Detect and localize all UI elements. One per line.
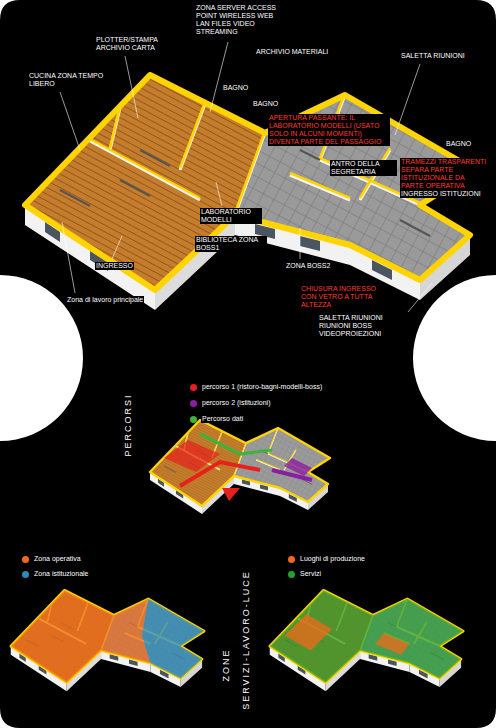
legend-swatch [190,400,197,407]
legend-text: Percorso dati [201,415,244,423]
room-label: PLOTTER/STAMPA ARCHIVIO CARTA [95,36,177,52]
room-label: BIBLIOTECA ZONA BOSS1 [195,236,267,252]
entrance-marker [222,488,240,501]
plan-percorsi [150,420,330,514]
room-label: BAGNO [445,140,472,148]
legend-text: Luoghi di produzione [299,555,366,563]
legend-swatch [190,384,197,391]
legend-text: percorso 2 (istituzioni) [201,399,271,407]
section-title: PERCORSI [123,393,133,456]
design-note: TRAMEZZI TRASPARENTI SEPARA PARTE ISTITU… [400,158,490,190]
legend-swatch [288,556,295,563]
legend-text: Zona istituzionale [33,570,89,578]
room-label: INGRESSO [95,262,134,270]
legend-swatch [190,416,197,423]
design-note: APERTURA PASSANTE: IL LABORATORIO MODELL… [268,114,390,146]
room-label: ANTRO DELLA SEGRETARIA [330,160,397,176]
room-label: SALETTA RIUNIONI RIUNIONI BOSS VIDEOPROI… [318,314,408,338]
room-label: ZONA SERVER ACCESS POINT WIRELESS WEB LA… [195,4,287,36]
plan-servizi [270,590,464,691]
legend-text: Zona operativa [33,555,82,563]
room-label: ZONA BOSS2 [285,262,331,270]
room-label: BAGNO [252,100,279,108]
section-title: SERVIZI-LAVORO-LUCE [241,570,251,710]
legend-text: Servizi [299,570,322,578]
plan-zone [11,590,205,691]
legend-swatch [22,556,29,563]
room-label: Zona di lavoro principale [66,296,144,304]
leader-lines [60,42,432,312]
room-label: ARCHIVIO MATERIALI [255,48,329,56]
design-note: CHIUSURA INGRESSO CON VETRO A TUTTA ALTE… [300,285,387,309]
room-label: SALETTA RIUNIONI [400,52,466,60]
room-label: BAGNO [222,84,249,92]
legend-swatch [22,571,29,578]
room-label: CUCINA ZONA TEMPO LIBERO [28,72,105,88]
legend-text: percorso 1 (ristoro-bagni-modelli-boss) [201,383,323,391]
room-label: LABORATORIO MODELLI [200,208,262,224]
room-label: INGRESSO ISTITUZIONI [400,190,482,198]
section-title: ZONE [221,648,231,681]
legend-swatch [288,571,295,578]
